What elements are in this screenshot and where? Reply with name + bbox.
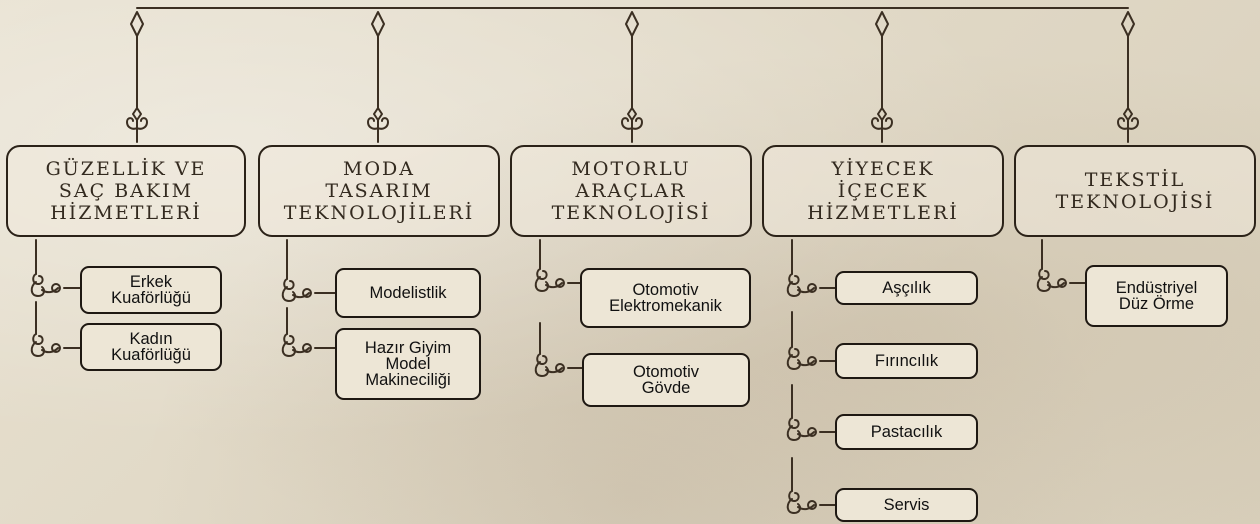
item-box-hazir-giyim: Hazır Giyim Model Makineciliği: [335, 328, 481, 400]
item-label: Fırıncılık: [874, 352, 939, 370]
category-box-motorlu: MOTORLU ARAÇLAR TEKNOLOJİSİ: [510, 145, 752, 237]
item-box-firincilik: Fırıncılık: [835, 343, 978, 379]
item-box-modelistlik: Modelistlik: [335, 268, 481, 318]
item-box-endustriyel-duz-orme: Endüstriyel Düz Örme: [1085, 265, 1228, 327]
diamond-ornament: [371, 11, 385, 45]
flourish-ornament: [126, 107, 148, 143]
diamond-ornament: [130, 11, 144, 45]
item-box-pastacilik: Pastacılık: [835, 414, 978, 450]
item-label: Kadın Kuaförlüğü: [111, 330, 191, 364]
flourish-ornament: [871, 107, 893, 143]
item-box-otomotiv-elektromekanik: Otomotiv Elektromekanik: [580, 268, 751, 328]
diamond-ornament: [875, 11, 889, 45]
item-flourish-ornament: [30, 273, 81, 297]
category-title: GÜZELLİK VE SAÇ BAKIM HİZMETLERİ: [45, 158, 207, 224]
diamond-ornament: [1121, 11, 1135, 45]
item-label: Servis: [883, 496, 930, 514]
category-title: MODA TASARIM TEKNOLOJİLERİ: [283, 158, 475, 224]
category-box-moda: MODA TASARIM TEKNOLOJİLERİ: [258, 145, 500, 237]
category-title: MOTORLU ARAÇLAR TEKNOLOJİSİ: [551, 158, 711, 224]
item-flourish-ornament: [786, 346, 836, 370]
category-box-tekstil: TEKSTİL TEKNOLOJİSİ: [1014, 145, 1256, 237]
category-box-guzellik: GÜZELLİK VE SAÇ BAKIM HİZMETLERİ: [6, 145, 246, 237]
diamond-ornament: [625, 11, 639, 45]
item-flourish-ornament: [1036, 268, 1086, 292]
item-label: Hazır Giyim Model Makineciliği: [364, 339, 452, 389]
item-label: Erkek Kuaförlüğü: [111, 273, 191, 307]
item-label: Pastacılık: [870, 423, 943, 441]
flourish-ornament: [367, 107, 389, 143]
item-flourish-ornament: [786, 417, 836, 441]
item-box-servis: Servis: [835, 488, 978, 522]
item-label: Modelistlik: [369, 284, 447, 302]
item-label: Aşçılık: [882, 279, 931, 297]
item-box-otomotiv-govde: Otomotiv Gövde: [582, 353, 750, 407]
item-flourish-ornament: [786, 273, 836, 297]
item-box-ascilik: Aşçılık: [835, 271, 978, 305]
category-title: TEKSTİL TEKNOLOJİSİ: [1055, 169, 1215, 213]
item-label: Otomotiv Gövde: [632, 363, 700, 397]
item-box-erkek-kuaforlugu: Erkek Kuaförlüğü: [80, 266, 222, 314]
item-label: Otomotiv Elektromekanik: [609, 281, 722, 315]
item-label: Endüstriyel Düz Örme: [1115, 279, 1198, 313]
item-flourish-ornament: [281, 278, 336, 302]
item-flourish-ornament: [786, 490, 836, 514]
item-flourish-ornament: [30, 333, 81, 357]
item-flourish-ornament: [534, 268, 581, 292]
category-title: YİYECEK İÇECEK HİZMETLERİ: [807, 158, 959, 224]
flourish-ornament: [621, 107, 643, 143]
item-flourish-ornament: [281, 333, 336, 357]
item-box-kadin-kuaforlugu: Kadın Kuaförlüğü: [80, 323, 222, 371]
category-box-yiyecek: YİYECEK İÇECEK HİZMETLERİ: [762, 145, 1004, 237]
item-flourish-ornament: [534, 353, 583, 377]
flourish-ornament: [1117, 107, 1139, 143]
